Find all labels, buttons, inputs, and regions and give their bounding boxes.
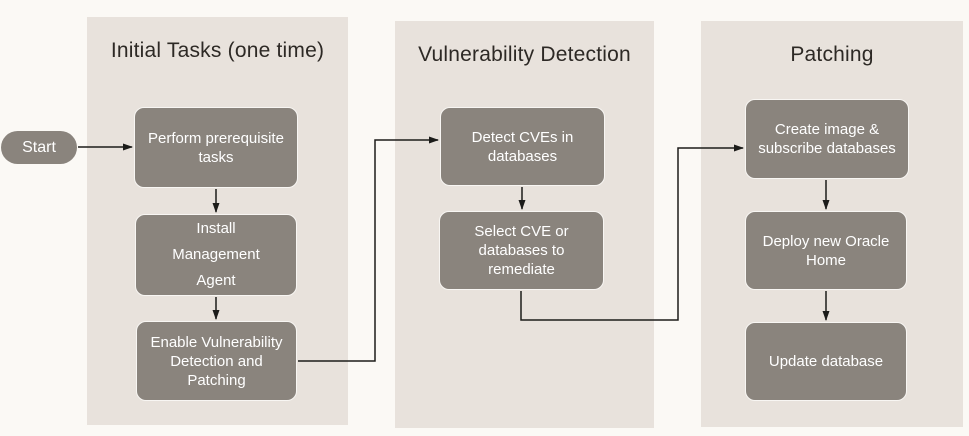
node-deploy-new-oracle-home: Deploy new Oracle Home: [745, 211, 907, 290]
panel-title-vulnerability-detection: Vulnerability Detection: [418, 43, 631, 66]
panel-title-initial-tasks: Initial Tasks (one time): [110, 39, 325, 62]
node-perform-prerequisite-tasks: Perform prerequisite tasks: [134, 107, 298, 188]
node-enable-vulnerability-detection-and-patching: Enable Vulnerability Detection and Patch…: [136, 321, 297, 401]
panel-title-patching: Patching: [790, 43, 874, 66]
node-select-cve-or-databases-to-remediate: Select CVE or databases to remediate: [439, 211, 604, 290]
node-detect-cves-in-databases: Detect CVEs in databases: [440, 107, 605, 186]
start-node: Start: [1, 131, 77, 164]
node-install-management-agent: Install Management Agent: [135, 214, 297, 296]
node-update-database: Update database: [745, 322, 907, 401]
node-create-image-and-subscribe-databases: Create image & subscribe databases: [745, 99, 909, 179]
